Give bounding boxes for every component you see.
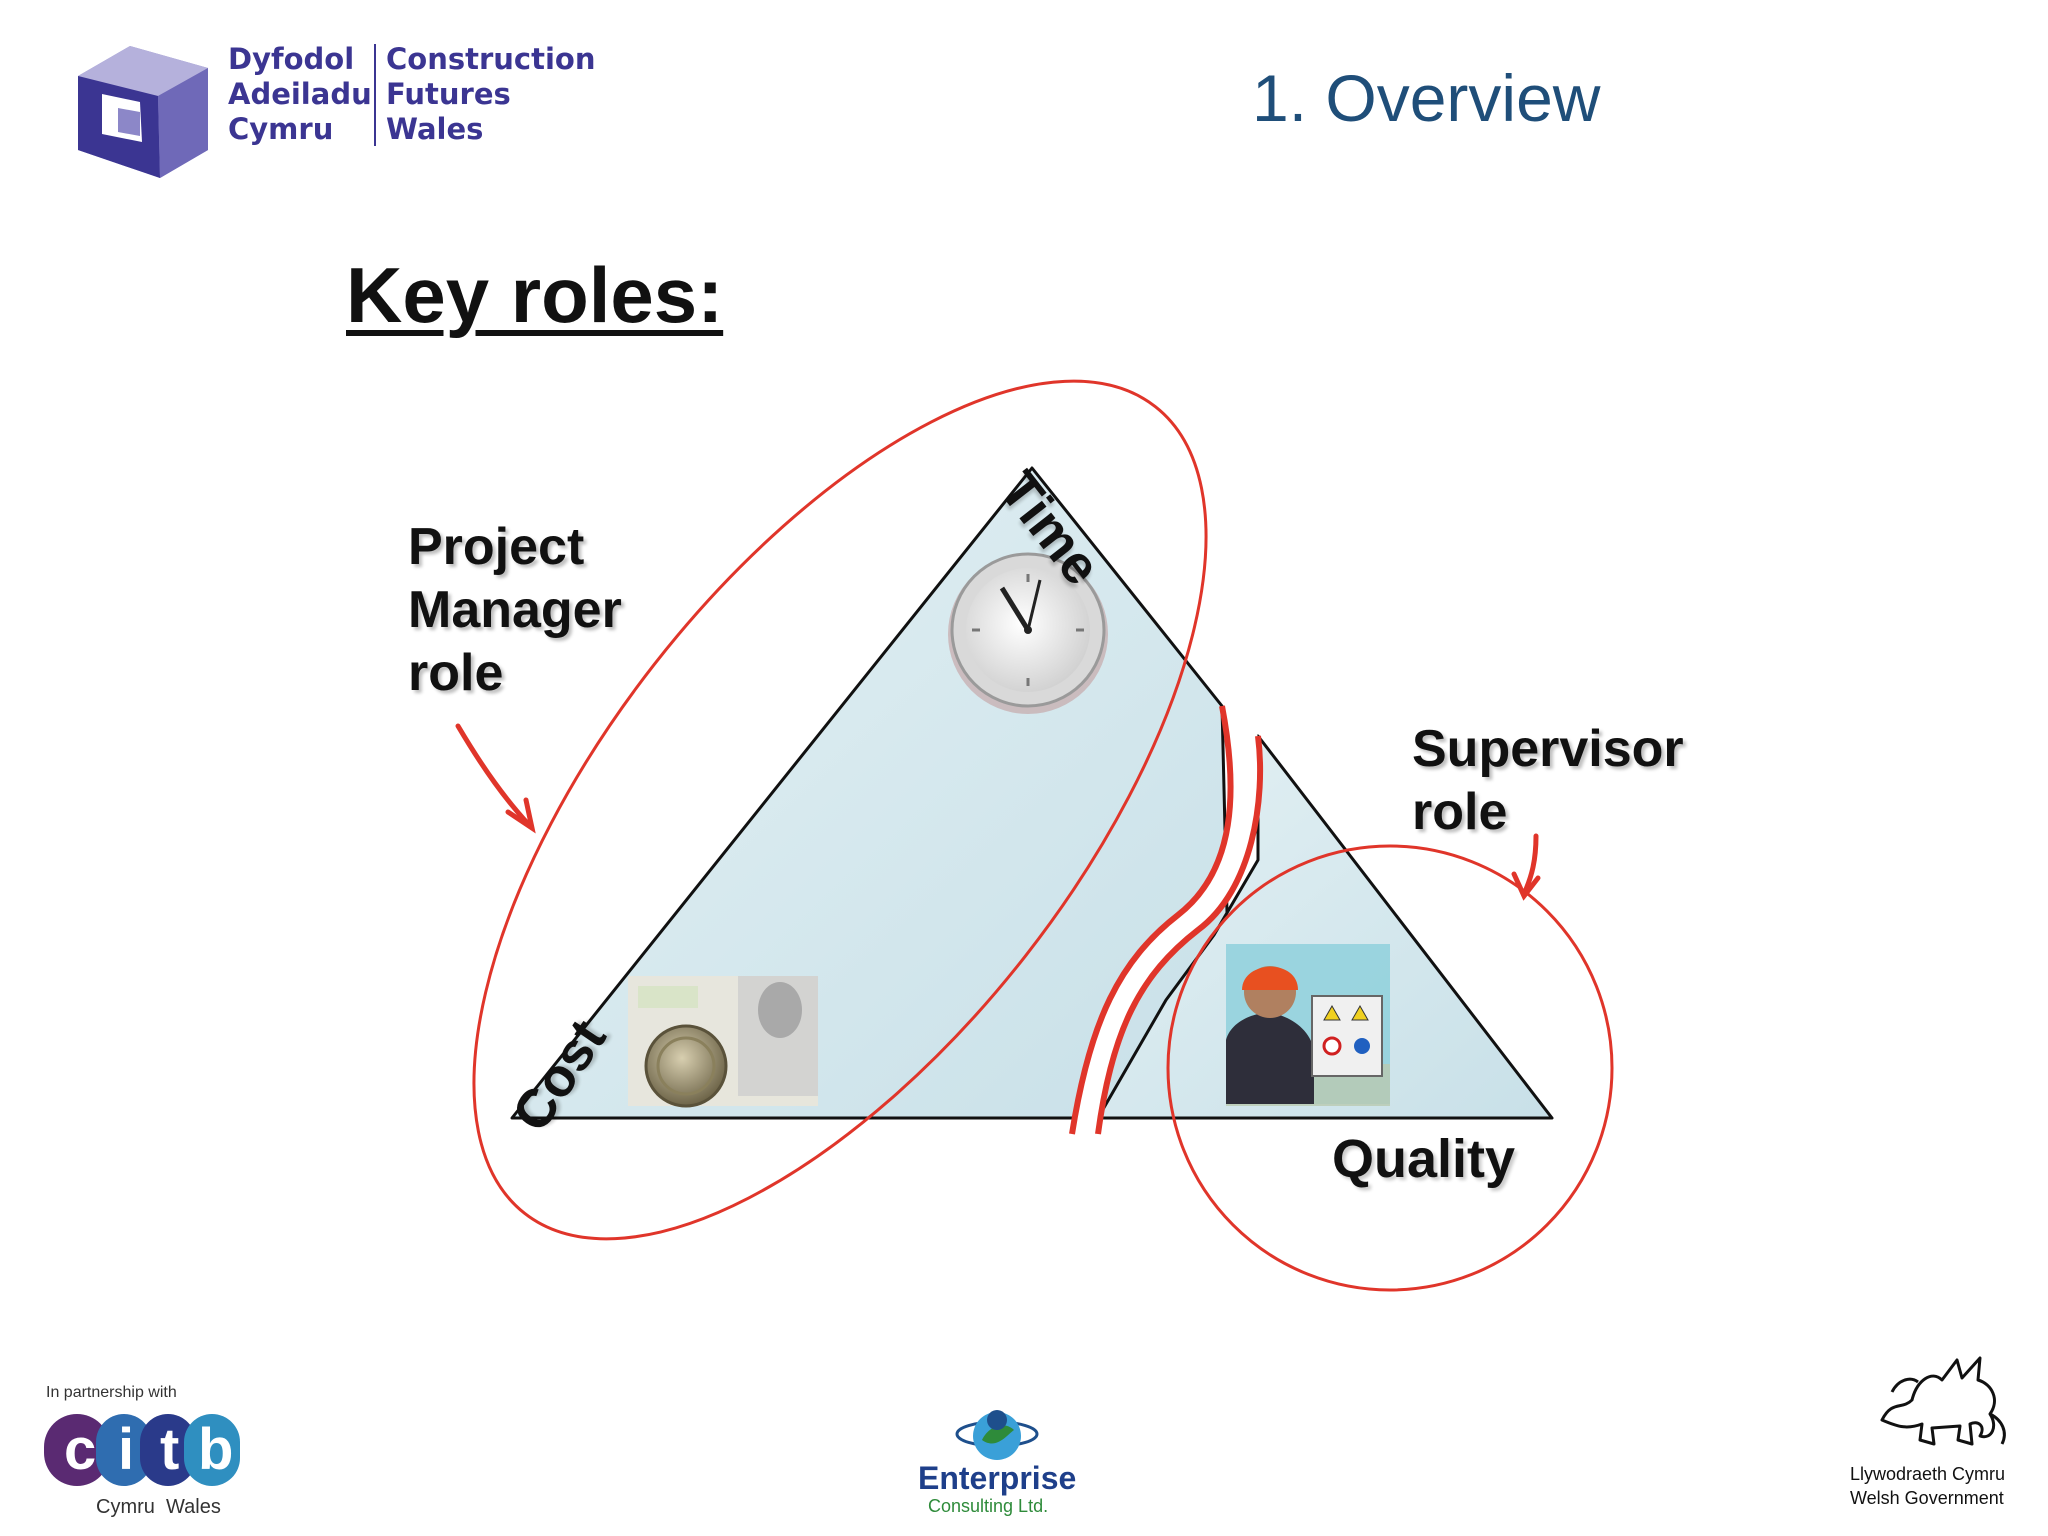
logo-english-line-1: Construction [386, 42, 596, 76]
slide-title: 1. Overview [1252, 61, 1601, 135]
clock-icon [948, 552, 1108, 714]
logo-divider [374, 44, 376, 146]
supervisor-role-label: Supervisor role [1412, 718, 1684, 844]
break-line-right [1095, 735, 1264, 1135]
enterprise-sub: Consulting Ltd. [928, 1496, 1049, 1516]
enterprise-globe-icon [955, 1410, 1039, 1460]
cube-logo-icon [78, 46, 208, 178]
pm-label-line-2: Manager [408, 581, 622, 639]
supervisor-label-line-1: Supervisor [1412, 720, 1684, 778]
supervisor-circle [1166, 844, 1614, 1292]
triangle-break-gap [1072, 706, 1261, 1134]
worker-icon [1226, 944, 1390, 1106]
enterprise-name: Enterprise [918, 1460, 1077, 1496]
project-manager-arrow [455, 723, 536, 834]
citb-sub-caption: Cymru Wales [96, 1496, 221, 1518]
supervisor-label-line-2: role [1412, 783, 1508, 841]
welsh-government-logo: Llywodraeth Cymru Welsh Government [1836, 1340, 2036, 1520]
logo-english-line-3: Wales [386, 112, 484, 146]
logo-welsh-line-2: Adeiladu [228, 77, 372, 111]
break-line-left [1069, 705, 1234, 1135]
logo-welsh-line-3: Cymru [228, 112, 334, 146]
dragon-icon [1880, 1356, 2006, 1446]
welsh-government-line-2: Welsh Government [1850, 1488, 2004, 1508]
citb-letters: c i t b [44, 1414, 244, 1494]
enterprise-logo: Enterprise Consulting Ltd. [904, 1400, 1154, 1530]
triangle-right-part [1096, 734, 1554, 1120]
project-manager-role-label: Project Manager role [408, 516, 622, 705]
pm-label-line-3: role [408, 644, 504, 702]
logo-welsh-line-1: Dyfodol [228, 42, 355, 76]
cfw-logo: Dyfodol Adeiladu Cymru Construction Futu… [68, 38, 608, 178]
project-manager-ellipse [472, 379, 1208, 1241]
pm-label-line-1: Project [408, 518, 585, 576]
citb-letter-b [184, 1414, 240, 1486]
logo-english-line-2: Futures [386, 77, 511, 111]
citb-logo: In partnership with c i t b Cymru Wales [44, 1384, 254, 1524]
money-icon [628, 976, 818, 1108]
partnership-caption: In partnership with [46, 1384, 177, 1401]
supervisor-arrow [1511, 833, 1541, 901]
quality-corner-label: Quality [1332, 1129, 1516, 1189]
key-roles-heading: Key roles: [346, 251, 724, 339]
welsh-government-line-1: Llywodraeth Cymru [1850, 1464, 2006, 1484]
